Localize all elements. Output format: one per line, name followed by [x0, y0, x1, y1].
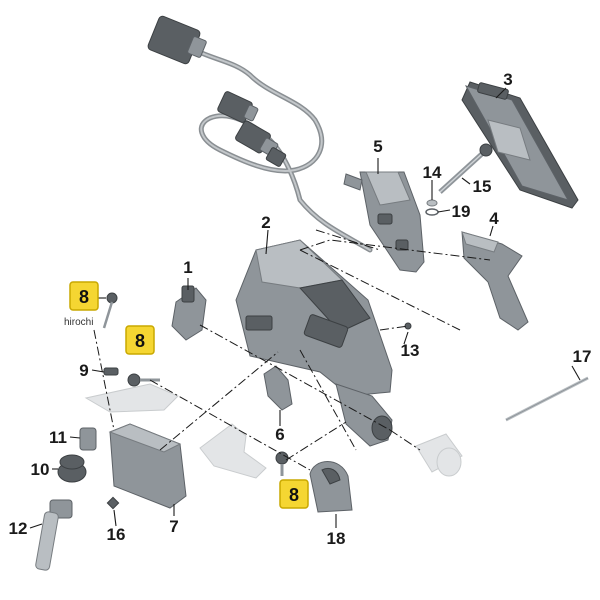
cable-harness	[147, 15, 373, 253]
part-16-nut	[106, 496, 120, 510]
part-15-screw	[438, 143, 493, 194]
leader-lines	[29, 87, 581, 529]
label-2: 2	[261, 213, 270, 232]
assembly-lines	[93, 229, 491, 471]
part-3-mount-plate	[461, 81, 579, 209]
label-15: 15	[473, 177, 492, 196]
label-9: 9	[79, 361, 88, 380]
label-19: 19	[452, 202, 471, 221]
part-6-link	[263, 365, 293, 411]
label-13: 13	[401, 341, 420, 360]
part-11-sleeve	[79, 427, 97, 451]
label-7: 7	[169, 517, 178, 536]
part-13-screw	[404, 322, 412, 330]
part-9-grommet	[103, 367, 119, 376]
ghost-bracket-left	[84, 383, 179, 413]
label-3: 3	[503, 70, 512, 89]
part-labels: 3 5 14 15 19 4 2 1 13 17 9 6 11 10 7 12 …	[9, 70, 592, 548]
part-10-bushing	[57, 454, 87, 483]
part-8-screw-low	[275, 451, 289, 476]
part-8-screw-top	[102, 292, 118, 329]
label-8-low: 8	[289, 485, 299, 505]
highlight-8-top: 8	[69, 281, 99, 311]
highlight-8-mid: 8	[125, 325, 155, 355]
label-12: 12	[9, 519, 28, 538]
knob	[415, 433, 463, 477]
part-5-cradle	[343, 171, 425, 273]
part-8-screw-mid	[127, 373, 160, 387]
part-2-housing	[235, 239, 393, 447]
highlight-8-low: 8	[279, 479, 309, 509]
label-16: 16	[107, 525, 126, 544]
label-8-mid: 8	[135, 331, 145, 351]
label-5: 5	[373, 137, 382, 156]
part-12-bolt	[35, 499, 73, 571]
watermark: hirochi	[64, 317, 93, 328]
label-11: 11	[49, 428, 67, 447]
label-1: 1	[183, 258, 192, 277]
part-7-plate	[108, 423, 187, 509]
label-17: 17	[573, 347, 592, 366]
part-14-washer	[426, 199, 438, 207]
ghost-bracket-center	[199, 423, 267, 479]
part-17-cable-tie	[505, 376, 589, 422]
part-18-clip	[309, 461, 353, 513]
label-10: 10	[31, 460, 50, 479]
label-14: 14	[423, 163, 442, 182]
part-4-bracket	[461, 231, 529, 331]
label-4: 4	[489, 209, 499, 228]
label-6: 6	[275, 425, 284, 444]
part-1-clamp	[171, 285, 207, 341]
label-8-top: 8	[79, 287, 89, 307]
part-19-ring	[425, 208, 439, 216]
label-18: 18	[327, 529, 346, 548]
